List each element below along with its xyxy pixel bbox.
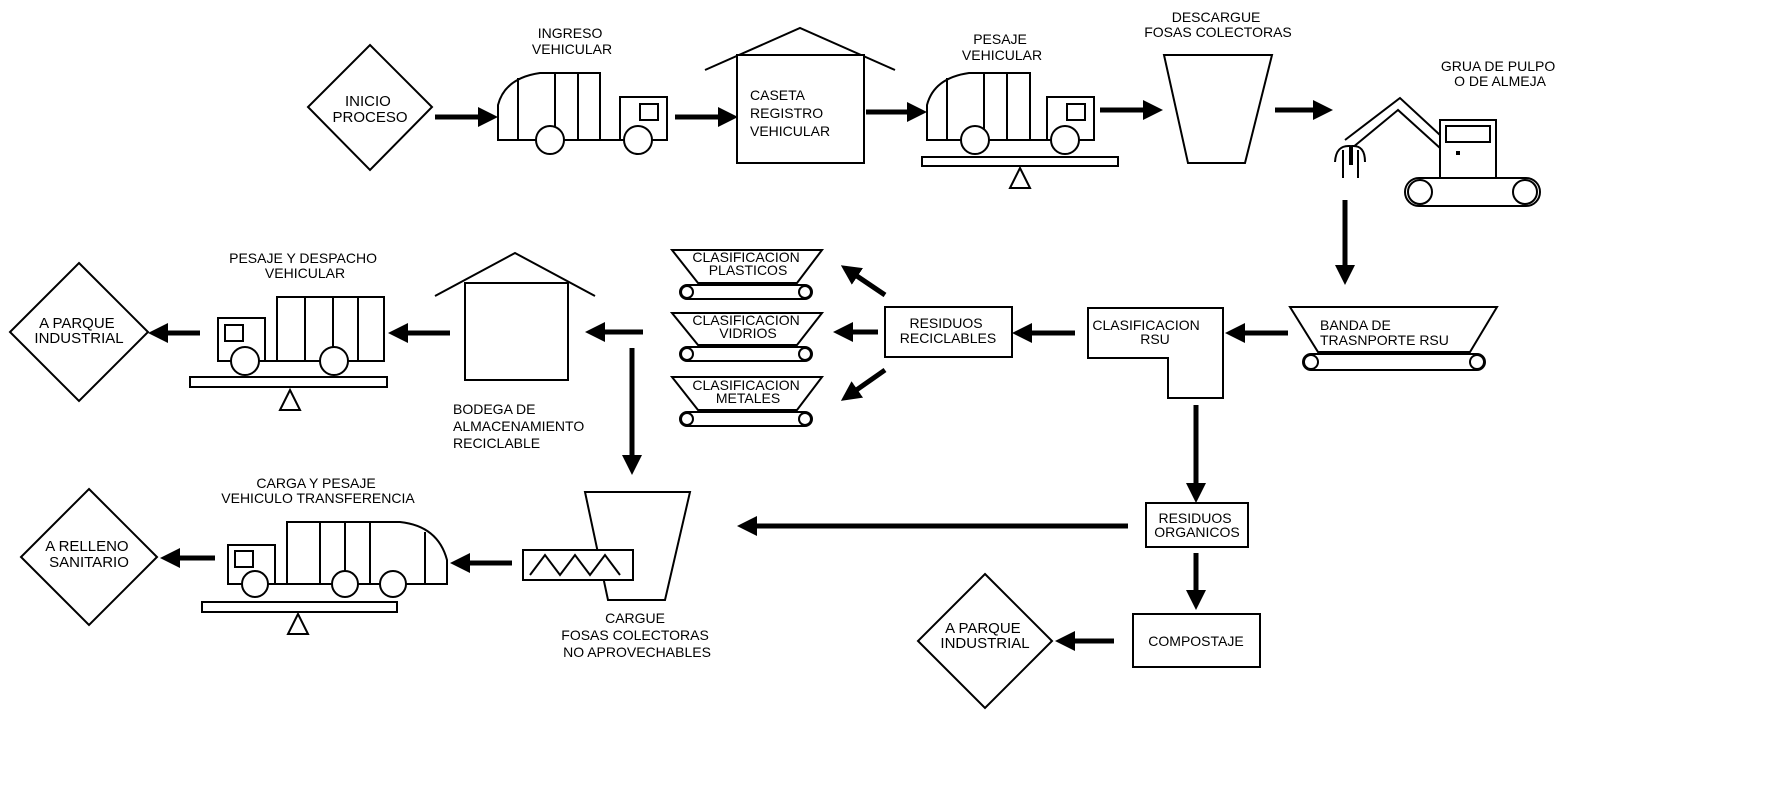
bodega-building — [435, 253, 595, 380]
ingreso-truck-icon — [498, 73, 667, 154]
arrow-to-plasticos — [845, 268, 885, 295]
despacho-label: PESAJE Y DESPACHO VEHICULAR — [229, 250, 381, 281]
arrow-to-metales — [845, 370, 885, 398]
grua-crane-icon — [1335, 98, 1540, 206]
descargue-label: DESCARGUE FOSAS COLECTORAS — [1144, 9, 1292, 40]
parque-industrial-node-2: A PARQUE INDUSTRIAL — [918, 574, 1052, 708]
plasticos-label: CLASIFICACION PLASTICOS — [692, 249, 803, 278]
compostaje-label: COMPOSTAJE — [1148, 633, 1243, 649]
ingreso-label: INGRESO VEHICULAR — [532, 25, 612, 57]
inicio-proceso-node: INICIO PROCESO — [308, 45, 432, 170]
cargue-hopper-icon — [523, 492, 690, 600]
carga-transferencia-label: CARGA Y PESAJE VEHICULO TRANSFERENCIA — [221, 475, 415, 506]
parque-industrial-1-label: A PARQUE INDUSTRIAL — [34, 315, 123, 347]
organicos-label: RESIDUOS ORGANICOS — [1154, 510, 1240, 540]
cargue-label: CARGUE FOSAS COLECTORAS NO APROVECHABLES — [561, 610, 712, 660]
transferencia-truck-icon — [228, 522, 447, 597]
bodega-label: BODEGA DE ALMACENAMIENTO RECICLABLE — [453, 401, 588, 451]
despacho-scale-icon — [190, 377, 387, 410]
pesaje-scale-icon — [922, 157, 1118, 188]
transferencia-scale-icon — [202, 602, 397, 634]
parque-industrial-node-1: A PARQUE INDUSTRIAL — [10, 263, 148, 401]
descargue-hopper-icon — [1164, 55, 1272, 163]
pesaje-label: PESAJE VEHICULAR — [962, 31, 1042, 63]
relleno-sanitario-label: A RELLENO SANITARIO — [45, 538, 133, 571]
despacho-truck-icon — [218, 297, 384, 375]
relleno-sanitario-node: A RELLENO SANITARIO — [21, 489, 157, 625]
pesaje-truck-icon — [927, 73, 1094, 154]
parque-industrial-2-label: A PARQUE INDUSTRIAL — [940, 620, 1029, 652]
reciclables-label: RESIDUOS RECICLABLES — [900, 315, 996, 346]
grua-label: GRUA DE PULPO O DE ALMEJA — [1441, 58, 1559, 89]
